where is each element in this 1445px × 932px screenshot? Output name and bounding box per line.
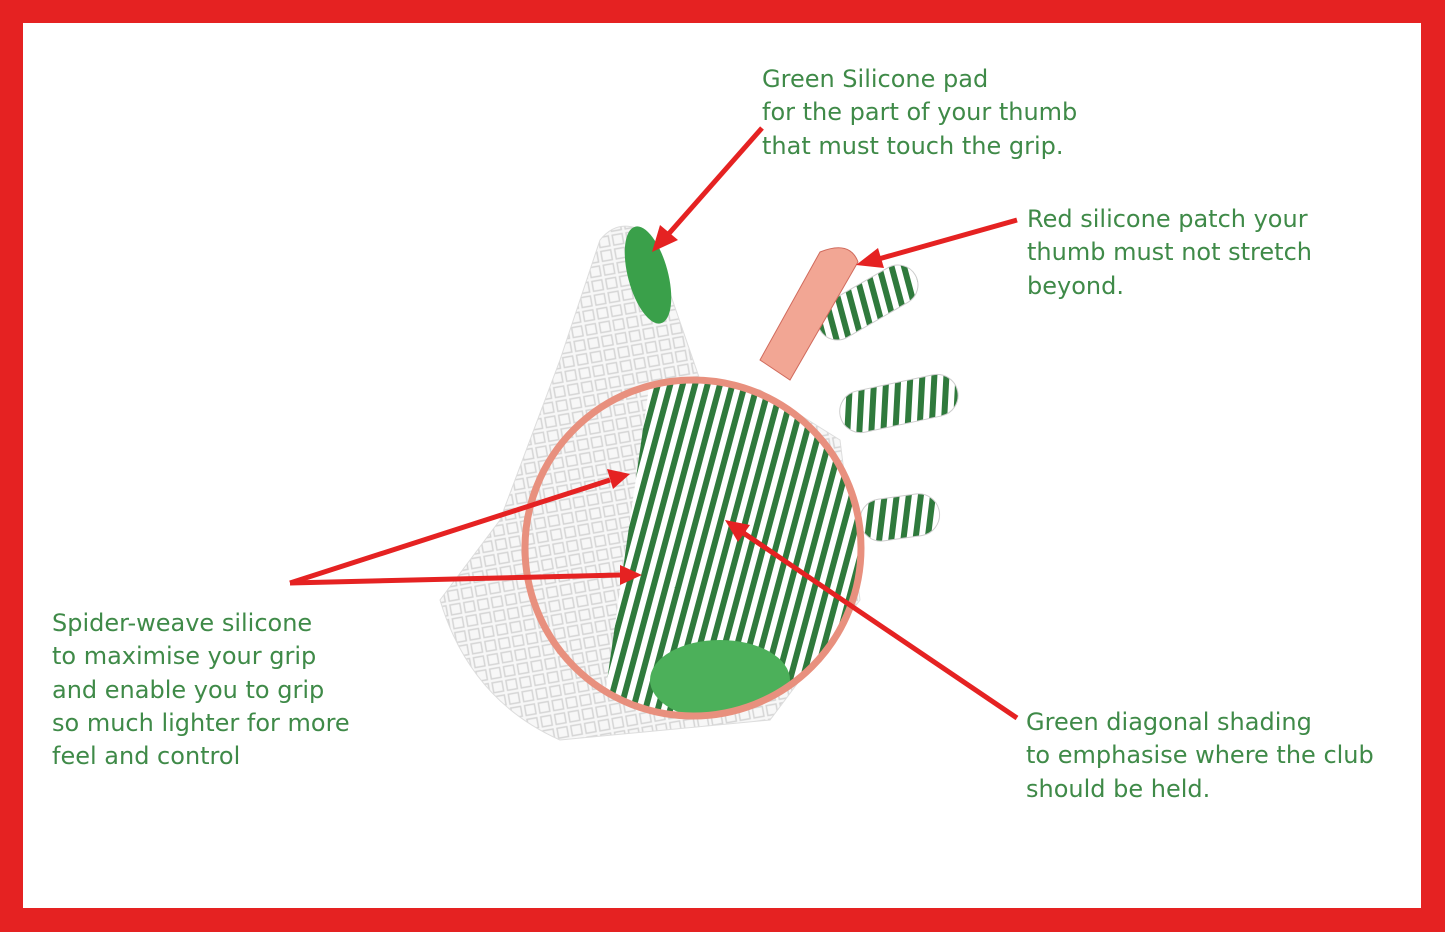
glove-fingers [759, 247, 959, 542]
annotation-green-diagonal-shading: Green diagonal shading to emphasise wher… [1026, 706, 1374, 806]
annotation-arrows [289, 126, 1019, 721]
red-silicone-patch [759, 247, 859, 381]
green-thumb-pad [624, 226, 672, 324]
annotation-line: so much lighter for more [52, 708, 350, 737]
annotation-line: that must touch the grip. [762, 131, 1064, 160]
magnifier-circle [521, 376, 865, 720]
annotation-green-silicone-pad: Green Silicone pad for the part of your … [762, 63, 1077, 163]
magnified-grip-area [525, 380, 861, 716]
annotation-spider-weave: Spider-weave silicone to maximise your g… [52, 607, 350, 773]
annotation-line: Red silicone patch your [1027, 205, 1308, 233]
annotation-line: beyond. [1027, 271, 1124, 300]
annotation-line: to maximise your grip [52, 642, 317, 671]
annotation-line: Spider-weave silicone [52, 609, 313, 637]
annotation-line: to emphasise where the club [1026, 741, 1374, 770]
annotation-line: thumb must not stretch [1027, 238, 1312, 267]
annotation-line: for the part of your thumb [762, 98, 1078, 127]
annotation-red-silicone-patch: Red silicone patch your thumb must not s… [1027, 203, 1312, 303]
annotation-line: feel and control [52, 742, 241, 771]
annotation-line: Green diagonal shading [1026, 708, 1312, 736]
annotation-line: and enable you to grip [52, 675, 325, 704]
annotation-line: should be held. [1026, 774, 1211, 803]
annotation-line: Green Silicone pad [762, 65, 989, 93]
